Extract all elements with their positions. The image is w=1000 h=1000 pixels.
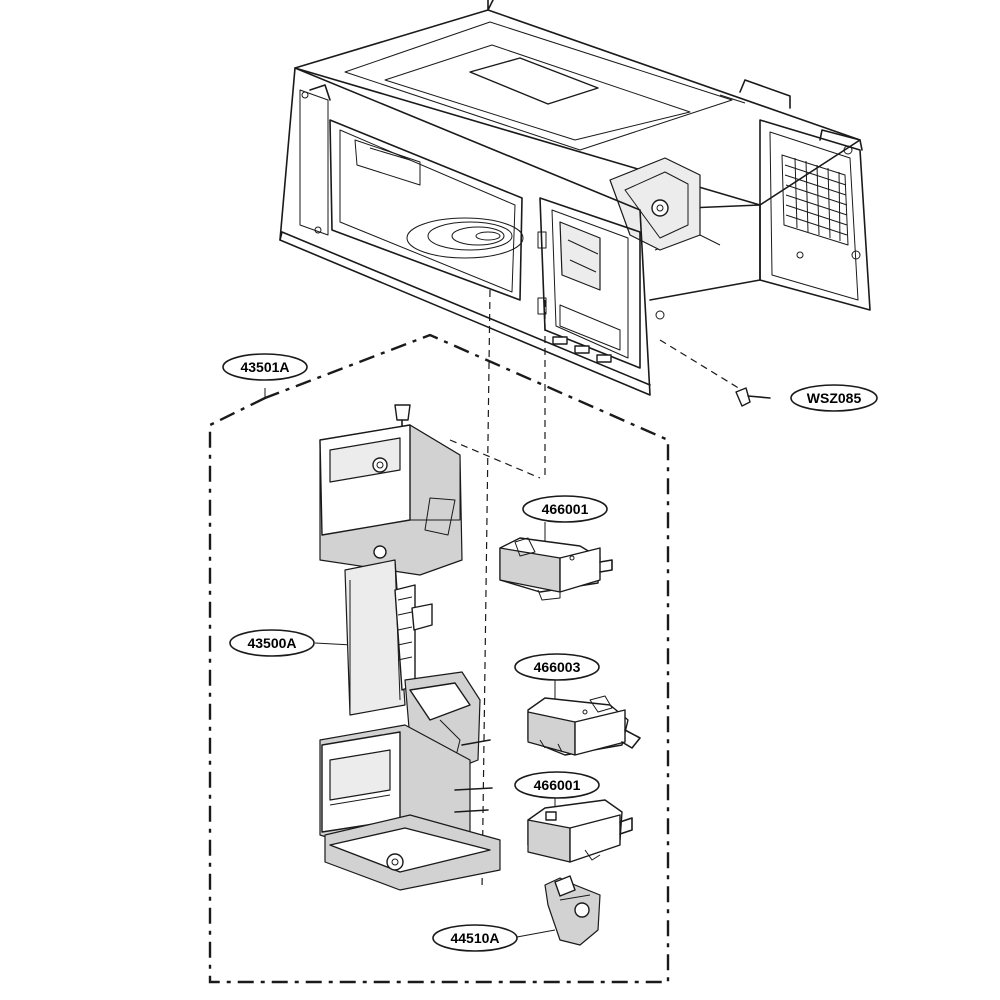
switch-top: [499, 537, 613, 601]
callout-44510A: 44510A: [432, 924, 518, 952]
alignment-lines: [264, 289, 751, 938]
svg-text:WSZ085: WSZ085: [807, 390, 862, 406]
latch-board: [319, 404, 501, 891]
lever: [544, 875, 601, 946]
callout-466001-bottom: 466001: [514, 771, 600, 799]
svg-text:43501A: 43501A: [240, 359, 289, 375]
turntable: [406, 217, 524, 259]
assembly-boundary: [208, 333, 670, 984]
svg-text:466001: 466001: [542, 501, 589, 517]
svg-text:44510A: 44510A: [450, 930, 499, 946]
callout-43501A: 43501A: [222, 353, 308, 381]
magnetron-bracket: [609, 157, 701, 251]
callout-WSZ085: WSZ085: [790, 384, 878, 412]
vent-grille: [781, 154, 849, 246]
callout-43500A: 43500A: [229, 629, 315, 657]
microwave-cavity: [279, 0, 871, 396]
svg-text:43500A: 43500A: [247, 635, 296, 651]
screw-wsz085: [735, 387, 771, 407]
svg-text:466003: 466003: [534, 659, 581, 675]
switch-bottom: [527, 799, 633, 863]
switch-middle: [527, 695, 641, 756]
svg-text:466001: 466001: [534, 777, 581, 793]
callout-466001-top: 466001: [522, 495, 608, 523]
callout-466003: 466003: [514, 653, 600, 681]
